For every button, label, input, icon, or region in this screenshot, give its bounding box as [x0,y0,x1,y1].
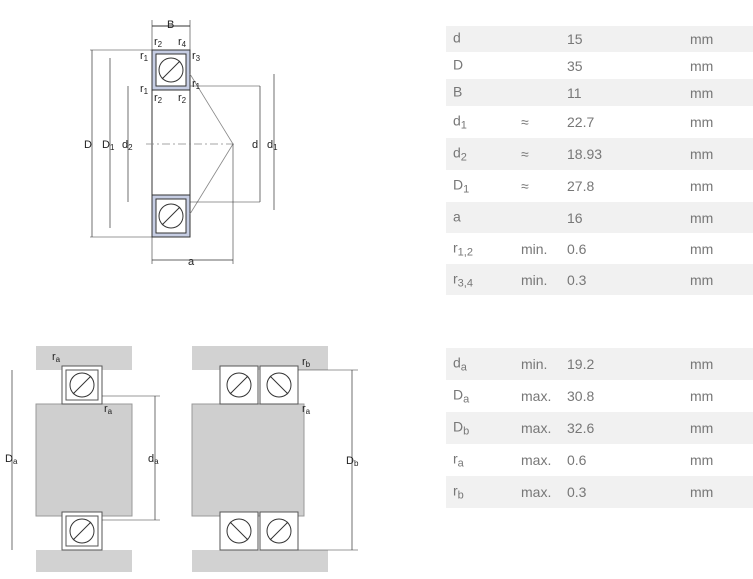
param-qualifier: max. [521,484,552,500]
table-row: d1 ≈22.7 mm [446,106,753,138]
param-value: 32.6 [567,420,595,436]
label-r1-inner: r1 [140,83,149,96]
param-value: 35 [567,57,583,74]
label-r1-right: r1 [192,78,201,91]
table-row: rb max. 0.3 mm [446,476,753,508]
label-Db: Db [346,455,359,468]
param-symbol: d2 [453,144,467,164]
table-row: ra max. 0.6 mm [446,444,753,476]
param-qualifier: min. [521,356,548,372]
param-symbol: a [453,208,461,224]
param-symbol: d [453,29,461,46]
table-row: D1 ≈27.8 mm [446,170,753,202]
label-r2-bottom: r2 [154,92,163,105]
param-symbol: B [453,83,463,99]
label-d: d [252,139,258,151]
param-symbol: Db [453,418,470,438]
label-d2: d2 [122,139,133,152]
table-row: D 35 mm [446,52,753,79]
param-value: 18.93 [567,146,603,162]
param-qualifier: min. [521,240,548,257]
param-value: 19.2 [567,356,595,372]
table-row: a 16 mm [446,202,753,233]
param-symbol: d1 [453,112,467,132]
table-row: da min. 19.2 mm [446,348,753,380]
param-qualifier: max. [521,388,552,404]
param-unit: mm [690,84,714,101]
param-unit: mm [690,57,714,74]
label-d1: d1 [267,139,278,152]
label-Da: Da [5,453,18,466]
param-qualifier: ≈ [521,146,529,162]
table-row: B 11 mm [446,79,753,106]
param-value: 0.6 [567,240,587,257]
param-value: 30.8 [567,388,595,404]
param-value: 22.7 [567,114,595,130]
param-symbol: rb [453,482,464,502]
table-row: Db max. 32.6 mm [446,412,753,444]
label-ra-paired: ra [302,403,311,416]
param-unit: mm [690,31,714,47]
table-row: r1,2 min. 0.6 mm [446,233,753,264]
mounting-paired-drawing: rb ra Db [191,346,359,572]
param-value: 0.3 [567,271,587,288]
param-unit: mm [690,114,714,130]
table-row: r3,4 min. 0.3 mm [446,264,753,295]
param-unit: mm [690,178,714,194]
label-a: a [188,256,195,268]
param-unit: mm [690,452,714,468]
param-value: 15 [567,31,583,47]
param-unit: mm [690,209,714,226]
mounting-single-drawing: ra ra Da da [5,346,160,572]
param-unit: mm [690,356,714,372]
label-D1: D1 [102,139,115,152]
table-row: Da max. 30.8 mm [446,380,753,412]
label-r4: r4 [178,36,187,49]
table-row: d2 ≈18.93 mm [446,138,753,170]
param-symbol: r3,4 [453,270,473,289]
param-symbol: Da [453,386,470,406]
bearing-section-drawing: B r2 r4 r3 r1 r1 r1 r2 r2 D D1 d2 d d1 a [84,19,278,268]
label-r3: r3 [192,50,201,63]
param-qualifier: max. [521,420,552,436]
param-unit: mm [690,240,714,257]
param-value: 27.8 [567,178,595,194]
param-value: 0.6 [567,452,587,468]
param-value: 0.3 [567,484,587,500]
param-qualifier: ≈ [521,114,529,130]
label-rb: rb [302,356,311,369]
param-unit: mm [690,146,714,162]
label-ra-side: ra [104,403,113,416]
param-symbol: D1 [453,176,470,196]
label-D: D [84,139,92,151]
label-B: B [167,19,174,31]
label-da: da [148,453,159,466]
param-qualifier: ≈ [521,178,529,194]
param-value: 11 [567,84,582,101]
label-r2-right: r2 [178,92,187,105]
param-unit: mm [690,388,714,404]
label-r1-left: r1 [140,50,149,63]
param-unit: mm [690,420,714,436]
param-symbol: D [453,56,464,72]
label-r2-top: r2 [154,36,163,49]
param-symbol: ra [453,450,464,470]
param-qualifier: max. [521,452,552,468]
param-value: 16 [567,209,583,226]
table-row: d 15 mm [446,26,753,52]
label-ra-top: ra [52,351,61,364]
param-symbol: da [453,354,467,374]
param-unit: mm [690,484,714,500]
param-symbol: r1,2 [453,239,473,258]
param-unit: mm [690,271,714,288]
param-qualifier: min. [521,271,548,288]
